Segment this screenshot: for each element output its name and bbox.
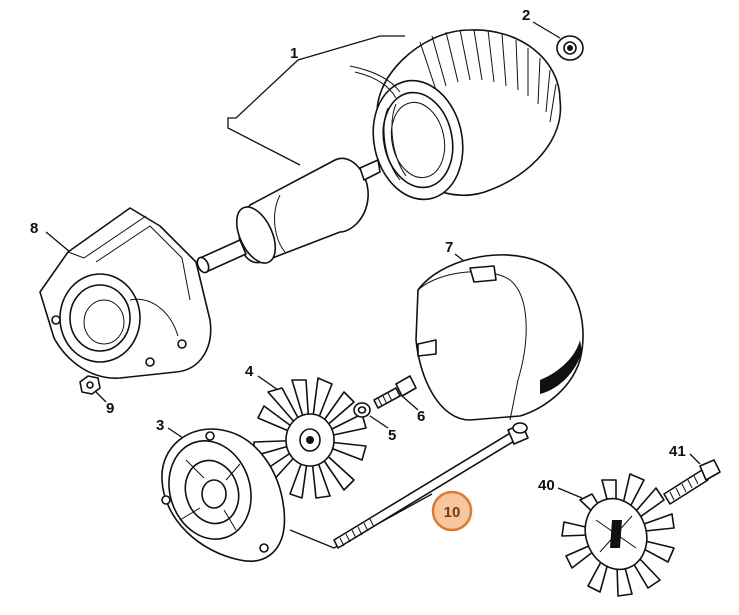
part-label-8: 8 <box>30 220 38 237</box>
part-label-40: 40 <box>538 477 555 494</box>
rear-housing <box>161 427 286 562</box>
screw <box>373 375 419 411</box>
part-label-1: 1 <box>290 45 298 62</box>
nut <box>79 375 107 403</box>
rotor-stator-assembly <box>196 29 562 274</box>
part-label-4: 4 <box>245 363 254 380</box>
part-label-3: 3 <box>156 417 164 434</box>
tie-rod <box>289 422 529 549</box>
washer <box>353 402 389 429</box>
front-housing <box>39 207 212 379</box>
part-label-41: 41 <box>669 443 686 460</box>
rear-fan <box>557 473 675 597</box>
part-label-2: 2 <box>522 7 530 24</box>
bearing <box>532 21 584 61</box>
cover-shell <box>415 253 584 421</box>
part-label-10: 10 <box>444 504 461 521</box>
part-label-9: 9 <box>106 400 114 417</box>
part-label-7: 7 <box>445 239 453 256</box>
part-label-6: 6 <box>417 408 425 425</box>
part-label-5: 5 <box>388 427 396 444</box>
fan <box>253 375 367 499</box>
bolt <box>663 453 721 505</box>
highlight-badge[interactable]: 10 <box>431 490 473 532</box>
